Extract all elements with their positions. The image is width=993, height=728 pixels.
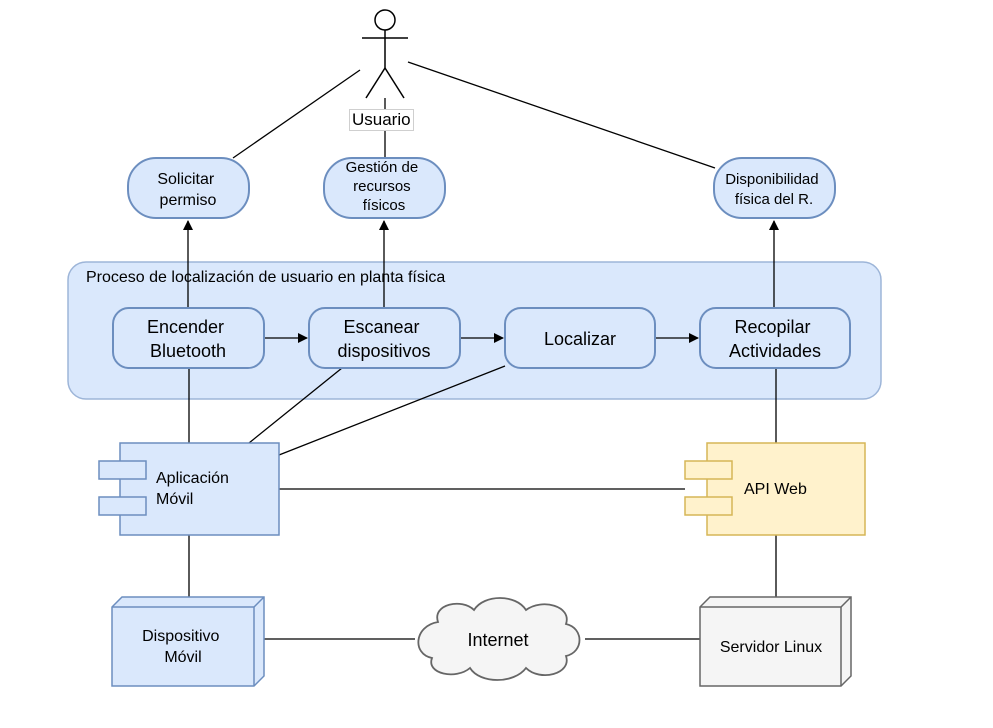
svg-text:Aplicación Móvil: Aplicación Móvil [156,470,233,508]
step-encender-line2: Bluetooth [150,341,226,361]
use-case-disponibilidad-line1: Disponibilidad [725,171,818,188]
component-api-icon: API Web [684,442,866,536]
use-case-gestion-line3: físicos [363,197,406,214]
svg-text:Dispositivo Móvil: Dispositivo Móvil [142,628,224,666]
step-encender-line1: Encender [147,317,224,337]
step-recopilar: Recopilar Actividades [699,307,851,369]
use-case-disponibilidad-line2: física del R. [735,191,813,208]
use-case-gestion: Gestión de recursos físicos [323,157,446,219]
use-case-solicitar-line2: permiso [160,192,217,209]
process-title: Proceso de localización de usuario en pl… [86,269,445,286]
node-device-icon: Dispositivo Móvil [111,596,265,687]
line-actor-solicitar [232,69,361,159]
use-case-gestion-line2: recursos [353,178,411,195]
svg-text:Escanear dispositivos: Escanear dispositivos [337,317,430,361]
cloud-internet-label: Internet [467,630,528,650]
node-device-line2: Móvil [164,649,201,666]
svg-text:Encender Bluetooth: Encender Bluetooth [147,317,229,361]
cloud-internet-icon: Internet [417,597,581,681]
step-escanear: Escanear dispositivos [308,307,461,369]
svg-text:Disponibilidad física de: Disponibilidad física del R. [725,171,823,208]
component-app-line2: Móvil [156,491,193,508]
step-recopilar-line1: Recopilar [734,317,810,337]
use-case-disponibilidad: Disponibilidad física del R. [713,157,836,219]
svg-text:Servidor Linux: Servidor Linux [720,639,822,656]
actor-usuario-label: Usuario [349,109,414,131]
process-container [67,261,882,400]
step-escanear-line1: Escanear [343,317,419,337]
component-api-line1: API Web [744,481,807,498]
svg-text:Localizar: Localizar [544,329,616,349]
actor-usuario-icon [362,9,408,99]
use-case-gestion-line1: Gestión de [346,159,419,176]
step-encender: Encender Bluetooth [112,307,265,369]
step-escanear-line2: dispositivos [337,341,430,361]
step-localizar-line1: Localizar [544,329,616,349]
line-app-localizar [278,365,506,456]
svg-text:API Web: API Web [744,481,807,498]
node-server-icon: Servidor Linux [699,596,852,687]
svg-text:Recopilar Actividades: Recopilar Actividades [729,317,821,361]
step-localizar: Localizar [504,307,656,369]
arrows [183,220,779,343]
line-actor-disponibilidad [407,61,716,169]
svg-text:Solicitar permiso: Solicitar permiso [157,171,218,209]
svg-text:Gestión de recursos: Gestión de recursos físicos [346,159,423,214]
step-recopilar-line2: Actividades [729,341,821,361]
use-case-solicitar-line1: Solicitar [157,171,215,188]
component-app-line1: Aplicación [156,470,229,487]
node-server-line1: Servidor Linux [720,639,822,656]
node-device-line1: Dispositivo [142,628,219,645]
connectors [188,61,777,640]
line-app-escanear [248,367,343,444]
component-app-icon: Aplicación Móvil [98,442,280,536]
use-case-solicitar: Solicitar permiso [127,157,250,219]
